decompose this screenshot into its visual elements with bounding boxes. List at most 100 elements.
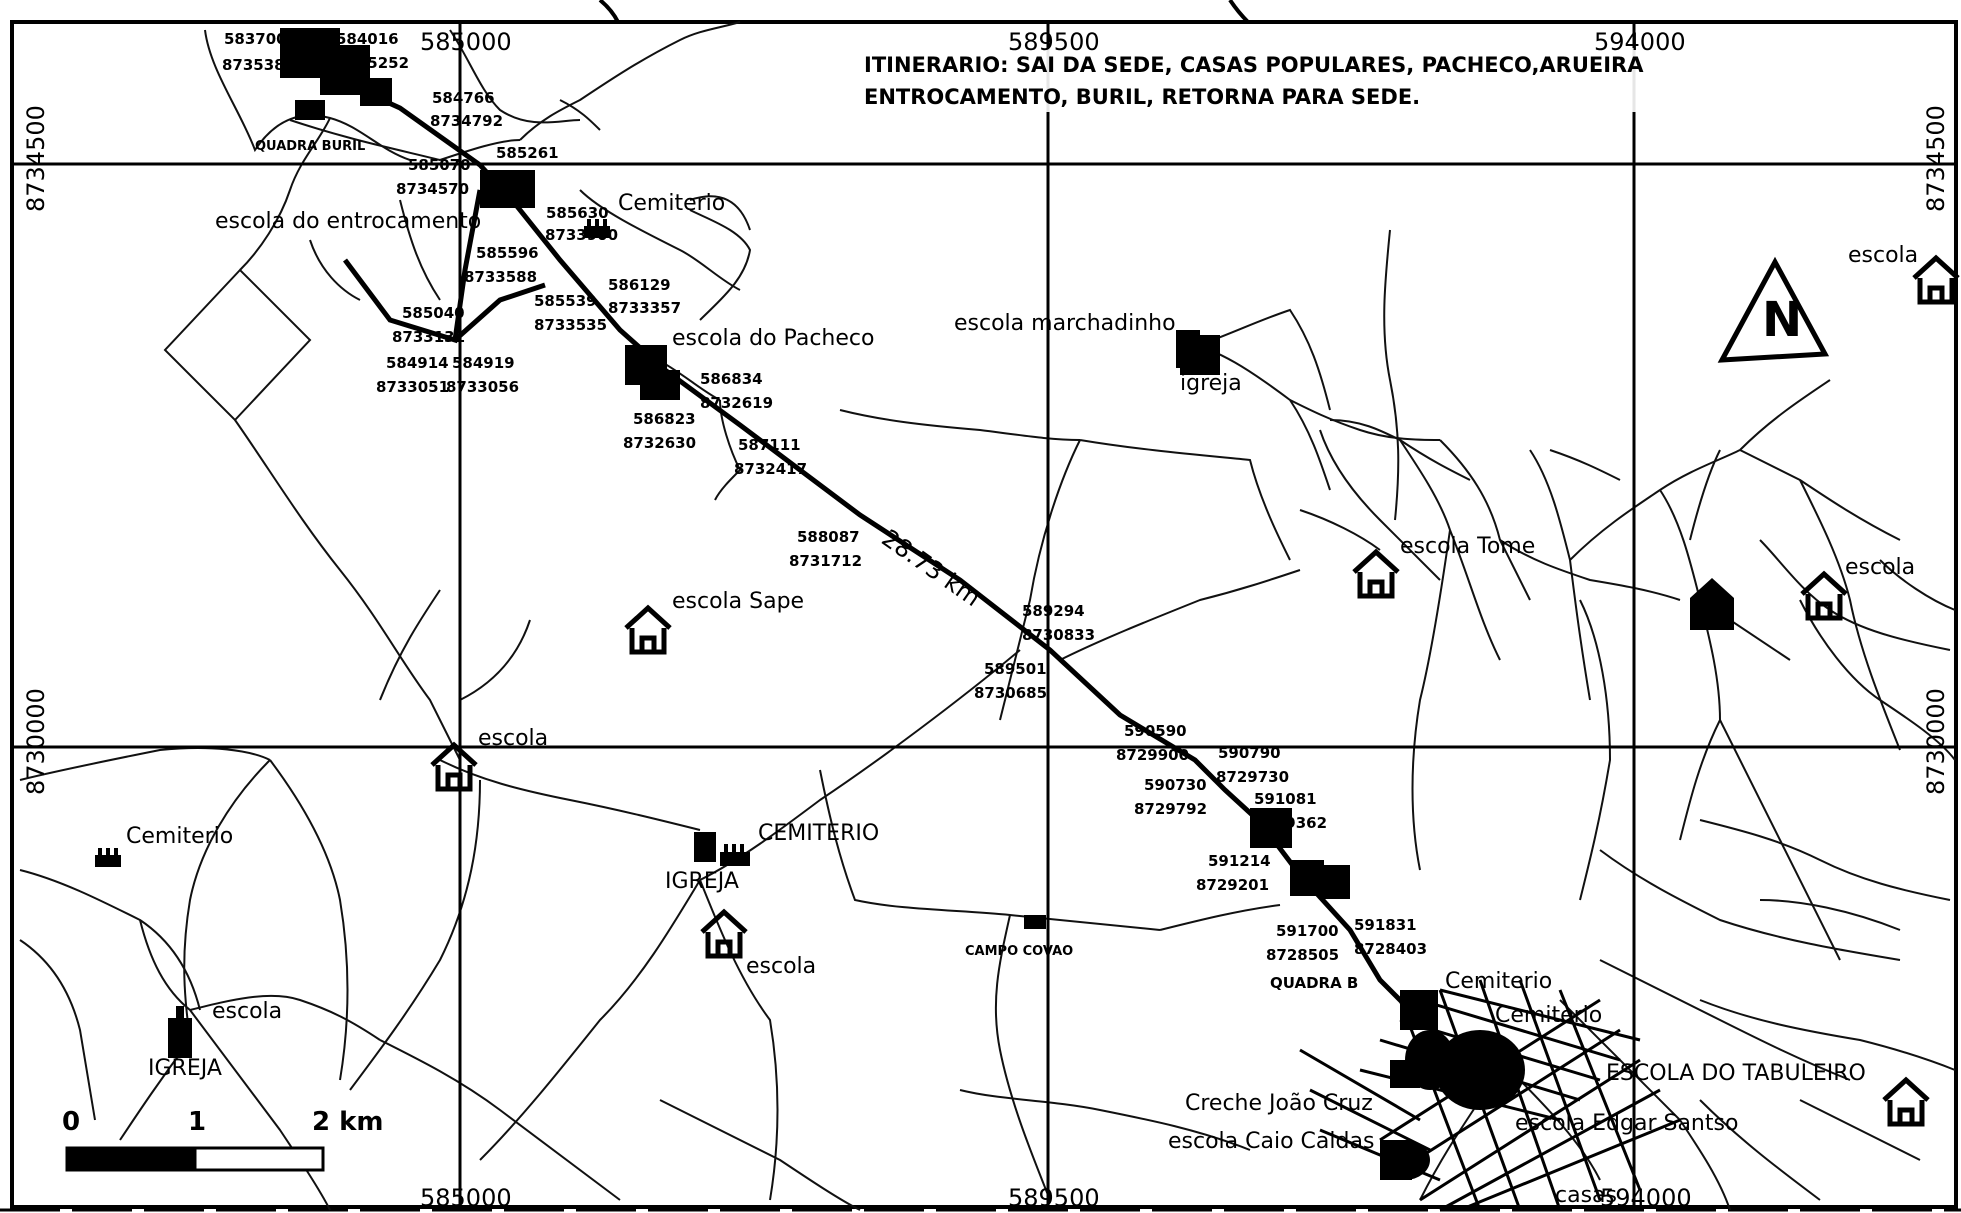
svg-text:8729201: 8729201 xyxy=(1196,876,1269,894)
svg-text:585261: 585261 xyxy=(496,144,559,162)
place-labels: QUADRA BURIL escola do entrocamento Cemi… xyxy=(126,139,1918,1208)
svg-text:589294: 589294 xyxy=(1022,602,1085,620)
place-cemiterio-1: Cemiterio xyxy=(618,191,725,216)
svg-text:8728505: 8728505 xyxy=(1266,946,1339,964)
scale-tick-0: 0 xyxy=(62,1107,80,1137)
grid-label-y-right-2: 8730000 xyxy=(1922,688,1950,795)
svg-text:8731712: 8731712 xyxy=(789,552,862,570)
place-casas: casas xyxy=(1555,1183,1617,1208)
school-icon xyxy=(1912,254,1960,305)
svg-text:8729792: 8729792 xyxy=(1134,800,1207,818)
waypoint-label: 585539 8733535 xyxy=(534,292,607,334)
waypoint-label: 585040 8733131 xyxy=(392,304,465,346)
scale-bar: 0 1 2 km xyxy=(62,1107,384,1172)
svg-text:8728403: 8728403 xyxy=(1354,940,1427,958)
place-creche: Creche João Cruz xyxy=(1185,1091,1373,1116)
grid-label-y-right-1: 8734500 xyxy=(1922,105,1950,212)
place-igreja-sw: IGREJA xyxy=(148,1056,222,1081)
place-escola-caio: escola Caio Caldas xyxy=(1168,1129,1374,1154)
svg-text:589501: 589501 xyxy=(984,660,1047,678)
waypoint-label: 589501 8730685 xyxy=(974,660,1047,702)
school-icon xyxy=(1882,1076,1930,1127)
svg-text:583700: 583700 xyxy=(224,30,287,48)
grid-labels: 585000 589500 594000 585000 589500 59400… xyxy=(22,28,1950,1212)
place-escola-ne: escola xyxy=(1848,243,1918,268)
school-icon xyxy=(430,741,478,792)
grid-label-x-top-2: 589500 xyxy=(1008,28,1100,56)
north-arrow-label: N xyxy=(1762,292,1802,348)
school-icon xyxy=(624,604,672,655)
north-arrow: N xyxy=(1717,256,1830,363)
svg-text:8734570: 8734570 xyxy=(396,180,469,198)
cemetery-icons xyxy=(95,219,750,867)
grid-label-y-left-2: 8730000 xyxy=(22,688,50,795)
svg-text:585539: 585539 xyxy=(534,292,597,310)
svg-text:8732619: 8732619 xyxy=(700,394,773,412)
svg-text:591081: 591081 xyxy=(1254,790,1317,808)
waypoint-label: 590730 8729792 xyxy=(1134,776,1207,818)
place-campo-covao: CAMPO COVAO xyxy=(965,944,1073,959)
svg-text:8733051: 8733051 xyxy=(376,378,449,396)
waypoint-label: 591214 8729201 xyxy=(1196,852,1271,894)
place-escola-marchadinho: escola marchadinho xyxy=(954,311,1176,336)
svg-text:585630: 585630 xyxy=(546,204,609,222)
place-quadra-se: QUADRA B xyxy=(1270,974,1358,992)
place-escola-e: escola xyxy=(1845,555,1915,580)
place-cemiterio-se1: Cemiterio xyxy=(1445,969,1552,994)
place-escola-w: escola xyxy=(478,726,548,751)
church-icon xyxy=(168,1006,192,1058)
cemetery-icon xyxy=(720,844,750,866)
svg-text:584919: 584919 xyxy=(452,354,515,372)
place-escola-entrocamento: escola do entrocamento xyxy=(215,209,481,234)
grid-label-x-bottom-3: 594000 xyxy=(1600,1184,1692,1212)
waypoint-label: 585630 8733900 xyxy=(545,204,618,244)
grid-label-x-top-3: 594000 xyxy=(1594,28,1686,56)
waypoint-label: 585070 8734570 xyxy=(396,156,471,198)
grid-label-x-bottom-2: 589500 xyxy=(1008,1184,1100,1212)
church-icons xyxy=(168,330,1734,1058)
place-escola-mid: escola xyxy=(746,954,816,979)
school-icon xyxy=(1800,570,1848,621)
svg-text:8730685: 8730685 xyxy=(974,684,1047,702)
waypoint-label: 590790 8729730 xyxy=(1216,744,1289,786)
grid-label-x-top-1: 585000 xyxy=(420,28,512,56)
svg-text:585040: 585040 xyxy=(402,304,465,322)
svg-text:590730: 590730 xyxy=(1144,776,1207,794)
waypoint-label: 584766 8734792 xyxy=(430,89,503,130)
coordinate-grid xyxy=(12,22,1956,1207)
svg-text:8733131: 8733131 xyxy=(392,328,465,346)
school-icon xyxy=(1352,548,1400,599)
svg-text:591214: 591214 xyxy=(1208,852,1271,870)
place-escola-tome: escola Tome xyxy=(1400,534,1535,559)
svg-text:8732417: 8732417 xyxy=(734,460,807,478)
svg-text:8729730: 8729730 xyxy=(1216,768,1289,786)
svg-text:590790: 590790 xyxy=(1218,744,1281,762)
svg-text:8733900: 8733900 xyxy=(545,226,618,244)
church-icon xyxy=(694,832,716,862)
place-escola-sw: escola xyxy=(212,999,282,1024)
place-cemiterio-caps: CEMITERIO xyxy=(758,821,879,846)
svg-text:584766: 584766 xyxy=(432,89,495,107)
svg-text:8733056: 8733056 xyxy=(446,378,519,396)
scale-tick-2: 2 km xyxy=(312,1107,384,1137)
svg-text:8733535: 8733535 xyxy=(534,316,607,334)
waypoint-label: 584919 8733056 xyxy=(446,354,519,396)
itinerary-line-1: ITINERARIO: SAI DA SEDE, CASAS POPULARES… xyxy=(864,53,1644,77)
svg-text:590590: 590590 xyxy=(1124,722,1187,740)
place-cemiterio-se2: Cemiterio xyxy=(1495,1003,1602,1028)
place-escola-edgar: escola Edgar Santso xyxy=(1515,1111,1738,1136)
svg-text:585070: 585070 xyxy=(408,156,471,174)
grid-label-x-bottom-1: 585000 xyxy=(420,1184,512,1212)
svg-text:8734792: 8734792 xyxy=(430,112,503,130)
